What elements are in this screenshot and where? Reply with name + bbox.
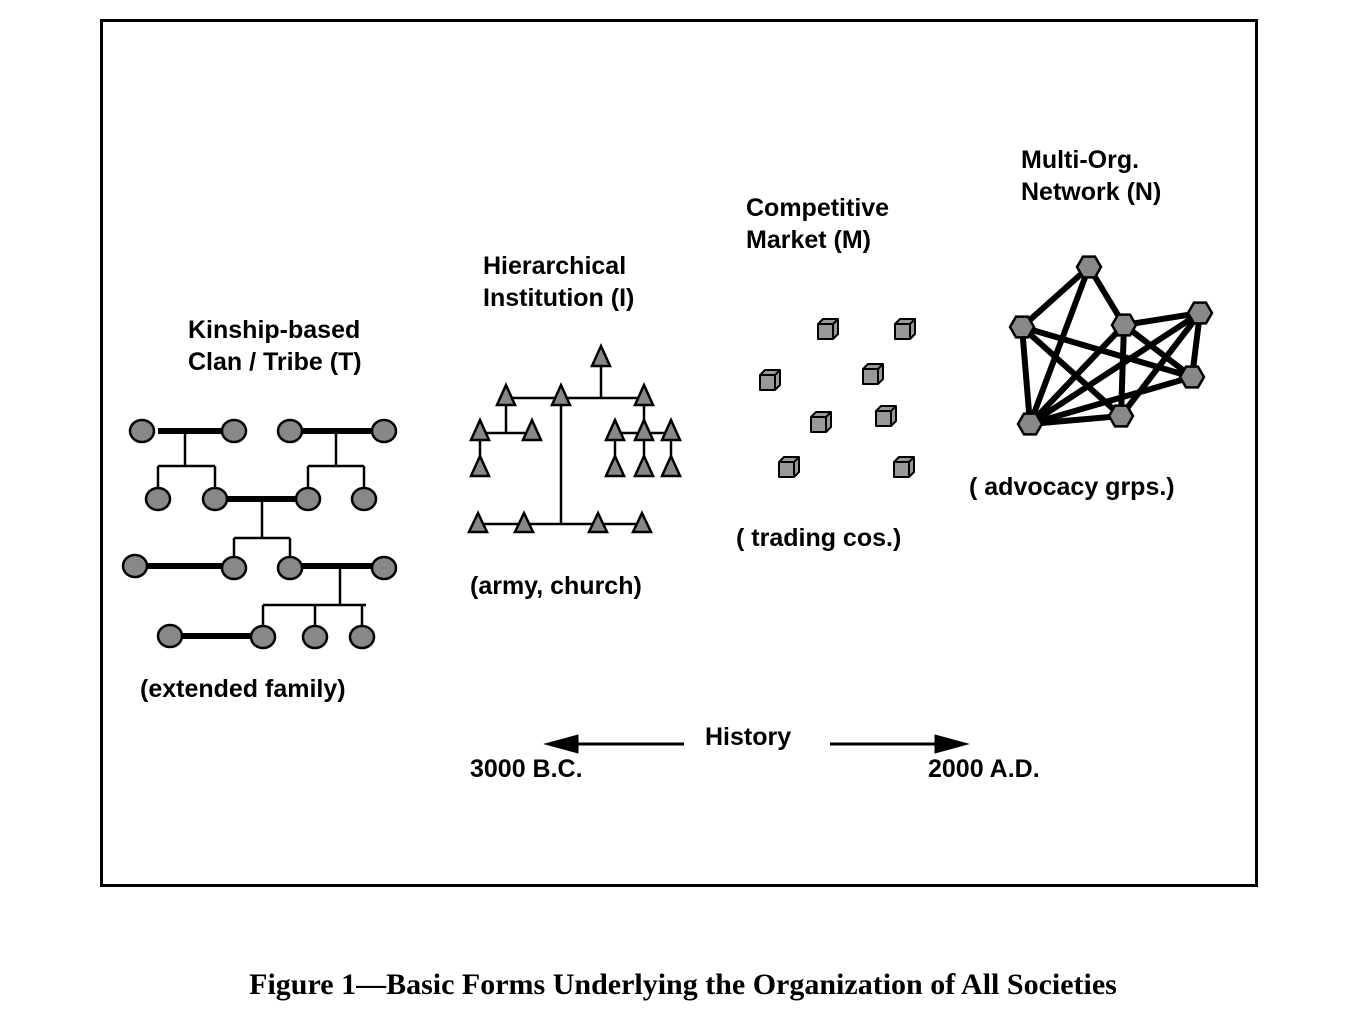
kinship-clan-diagram — [121, 418, 398, 650]
network-title-line2: Network (N) — [1021, 178, 1162, 206]
kinship-example: (extended family) — [140, 675, 346, 703]
figure-frame — [100, 19, 1258, 887]
kinship-title-line2: Clan / Tribe (T) — [188, 348, 362, 376]
network-title-line1: Multi-Org. — [1021, 146, 1140, 174]
hierarchy-diagram — [467, 342, 682, 534]
figure-caption: Figure 1—Basic Forms Underlying the Orga… — [249, 968, 1117, 1001]
network-example: ( advocacy grps.) — [969, 473, 1175, 501]
kinship-title: Kinship-based Clan / Tribe (T) — [188, 314, 362, 378]
hierarchical-title-line1: Hierarchical — [483, 252, 627, 280]
timeline-label: History — [705, 723, 792, 751]
arrow-right-icon — [934, 734, 970, 754]
hierarchical-example: (army, church) — [470, 572, 642, 600]
market-title: Competitive Market (M) — [746, 192, 889, 256]
timeline-end: 2000 A.D. — [928, 755, 1040, 783]
network-diagram — [1008, 255, 1214, 436]
history-arrows — [543, 734, 970, 754]
timeline-start: 3000 B.C. — [470, 755, 583, 783]
network-title: Multi-Org. Network (N) — [1021, 144, 1161, 208]
hierarchical-title: Hierarchical Institution (I) — [483, 250, 634, 314]
arrow-left-icon — [543, 734, 579, 754]
kinship-title-line1: Kinship-based — [188, 316, 361, 344]
market-diagram — [759, 318, 916, 478]
hierarchical-title-line2: Institution (I) — [483, 284, 635, 312]
market-title-line1: Competitive — [746, 194, 890, 222]
market-title-line2: Market (M) — [746, 226, 872, 254]
market-example: ( trading cos.) — [736, 524, 902, 552]
